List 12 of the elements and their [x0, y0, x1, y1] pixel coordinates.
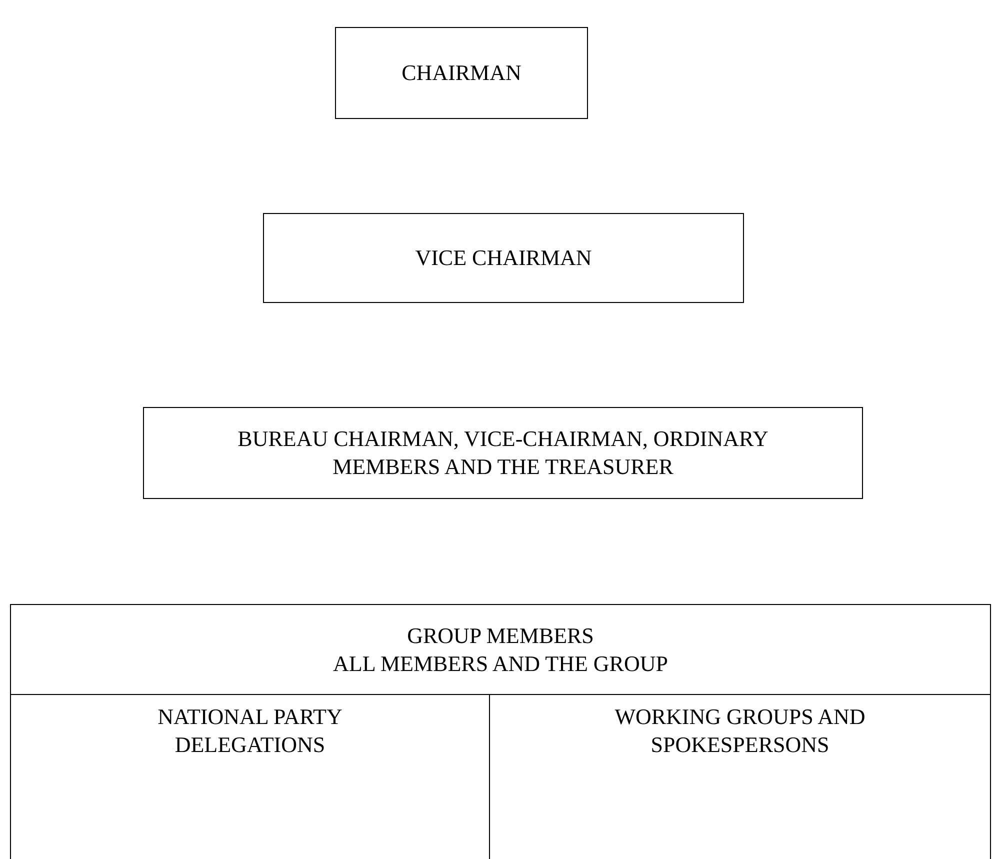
node-text: NATIONAL PARTY DELEGATIONS	[156, 703, 344, 759]
node-text: WORKING GROUPS AND SPOKESPERSONS	[614, 703, 866, 759]
node-text: ALL MEMBERS AND THE GROUP	[333, 650, 668, 678]
node-text: VICE CHAIRMAN	[415, 244, 592, 272]
role-box	[143, 407, 863, 499]
role-box	[335, 27, 588, 119]
node-text: BUREAU CHAIRMAN, VICE-CHAIRMAN, ORDINARY MEMBERS AND THE TREASURER	[236, 425, 770, 481]
role-box	[263, 213, 744, 303]
cell-box	[489, 694, 990, 859]
node-text: GROUP MEMBERS	[407, 622, 594, 650]
group-box	[10, 604, 991, 859]
node-text: CHAIRMAN	[402, 59, 522, 87]
